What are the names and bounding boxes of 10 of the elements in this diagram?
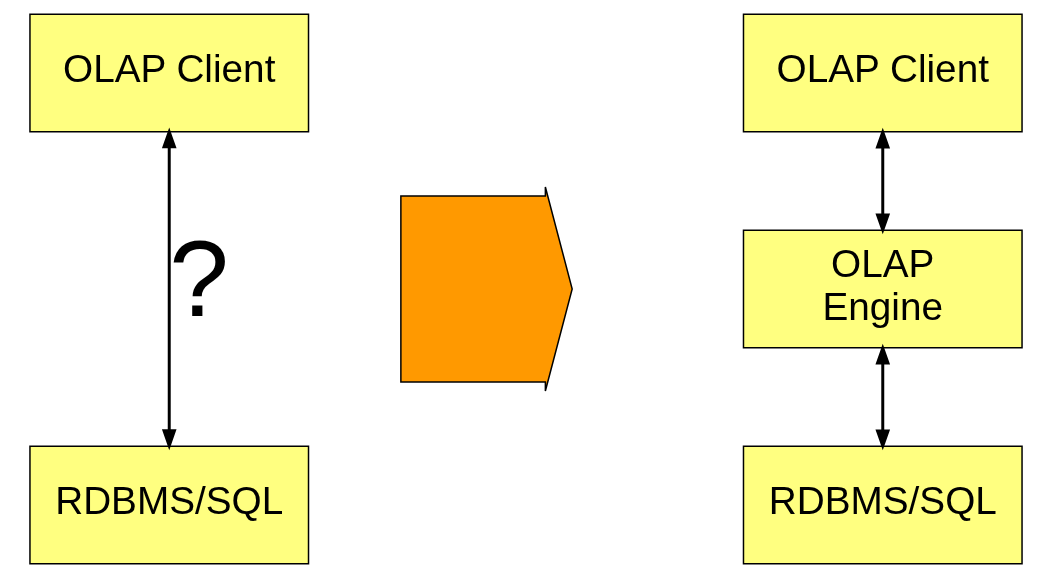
arrow bbox=[161, 127, 177, 451]
node-box: OLAP Client bbox=[28, 13, 309, 133]
arrow bbox=[874, 127, 890, 235]
node-box: RDBMS/SQL bbox=[742, 445, 1023, 565]
node-box: OLAP Engine bbox=[742, 229, 1023, 349]
node-arrow bbox=[399, 186, 573, 392]
arrow bbox=[874, 343, 890, 451]
edge-label: ? bbox=[168, 218, 229, 339]
node-box: RDBMS/SQL bbox=[28, 445, 309, 565]
node-box: OLAP Client bbox=[742, 13, 1023, 133]
